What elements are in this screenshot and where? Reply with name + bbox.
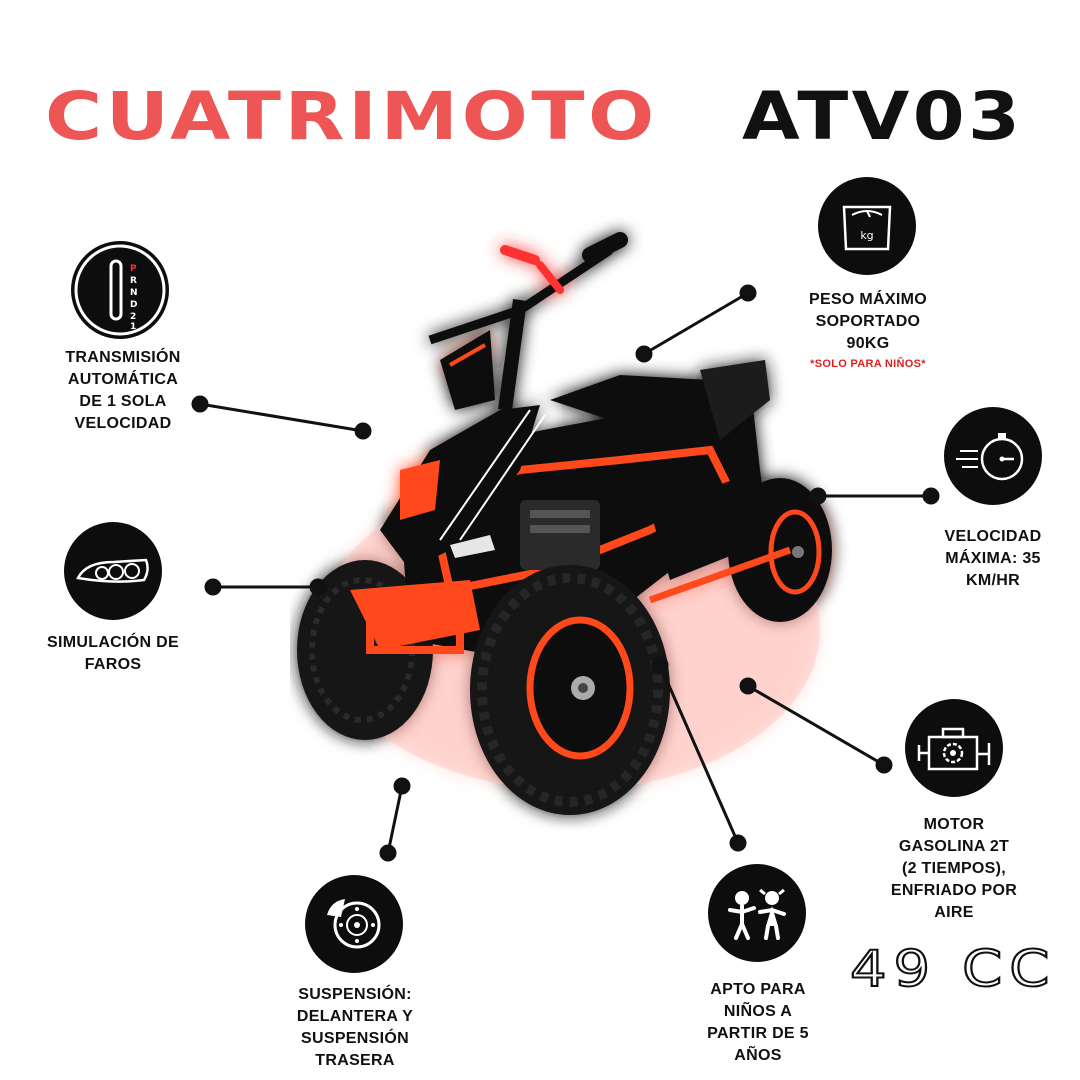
- label-line: MOTOR: [923, 816, 985, 833]
- atv-illustration: [297, 232, 832, 815]
- speed-label: VELOCIDAD MÁXIMA: 35 KM/HR: [920, 526, 1066, 592]
- brake-disc-icon: [305, 875, 403, 973]
- svg-text:1: 1: [130, 322, 136, 332]
- page-title: CUATRIMOTO ATV03: [0, 78, 1080, 168]
- label-line: MÁXIMA: 35: [945, 550, 1041, 567]
- gear-shift-icon: P R N D 2 1: [71, 241, 169, 339]
- weight-note: *SOLO PARA NIÑOS*: [810, 358, 926, 370]
- label-line: GASOLINA 2T: [898, 838, 1010, 855]
- title-model: ATV03: [742, 78, 1024, 155]
- kids-icon: [708, 864, 806, 962]
- label-line: DELANTERA Y: [296, 1008, 414, 1025]
- label-line: FAROS: [84, 656, 142, 673]
- label-line: SUSPENSIÓN: [301, 1030, 409, 1047]
- suspension-label: SUSPENSIÓN: DELANTERA Y SUSPENSIÓN TRASE…: [280, 984, 430, 1072]
- label-line: PESO MÁXIMO: [809, 291, 927, 308]
- label-line: ENFRIADO POR: [890, 882, 1018, 899]
- label-line: (2 TIEMPOS),: [901, 860, 1007, 877]
- label-line: KM/HR: [966, 572, 1020, 589]
- engine-icon: [905, 699, 1003, 797]
- headlights-icon: [64, 522, 162, 620]
- stopwatch-icon: [944, 407, 1042, 505]
- svg-text:D: D: [130, 300, 137, 310]
- age-label: APTO PARA NIÑOS A PARTIR DE 5 AÑOS: [688, 979, 828, 1067]
- label-line: SOPORTADO: [815, 313, 921, 330]
- label-line: TRANSMISIÓN: [65, 349, 181, 366]
- front-right-wheel: [470, 565, 670, 815]
- label-line: DE 1 SOLA: [79, 393, 167, 410]
- svg-text:R: R: [130, 276, 137, 286]
- lights-label: SIMULACIÓN DE FAROS: [40, 632, 186, 676]
- label-line: SUSPENSIÓN:: [298, 986, 412, 1003]
- displacement-text: 49 CC: [849, 939, 1057, 999]
- svg-text:N: N: [130, 288, 138, 298]
- engine-label: MOTOR GASOLINA 2T (2 TIEMPOS), ENFRIADO …: [870, 814, 1038, 924]
- label-line: 90KG: [846, 335, 890, 352]
- weight-label: PESO MÁXIMO SOPORTADO 90KG: [790, 289, 946, 355]
- label-line: VELOCIDAD: [74, 415, 172, 432]
- label-line: AUTOMÁTICA: [67, 371, 179, 388]
- label-line: VELOCIDAD: [944, 528, 1042, 545]
- title-cuatrimoto: CUATRIMOTO: [45, 78, 658, 155]
- scale-icon: kg: [818, 177, 916, 275]
- label-line: APTO PARA: [710, 981, 806, 998]
- label-line: PARTIR DE 5: [707, 1025, 809, 1042]
- transmission-label: TRANSMISIÓN AUTOMÁTICA DE 1 SOLA VELOCID…: [40, 347, 206, 435]
- label-line: NIÑOS A: [723, 1003, 793, 1020]
- kg-text: kg: [860, 229, 873, 242]
- label-line: AÑOS: [734, 1047, 782, 1064]
- svg-text:2: 2: [130, 312, 136, 322]
- label-line: AIRE: [934, 904, 974, 921]
- label-line: TRASERA: [315, 1052, 395, 1069]
- svg-text:P: P: [130, 264, 137, 274]
- label-line: SIMULACIÓN DE: [47, 634, 179, 651]
